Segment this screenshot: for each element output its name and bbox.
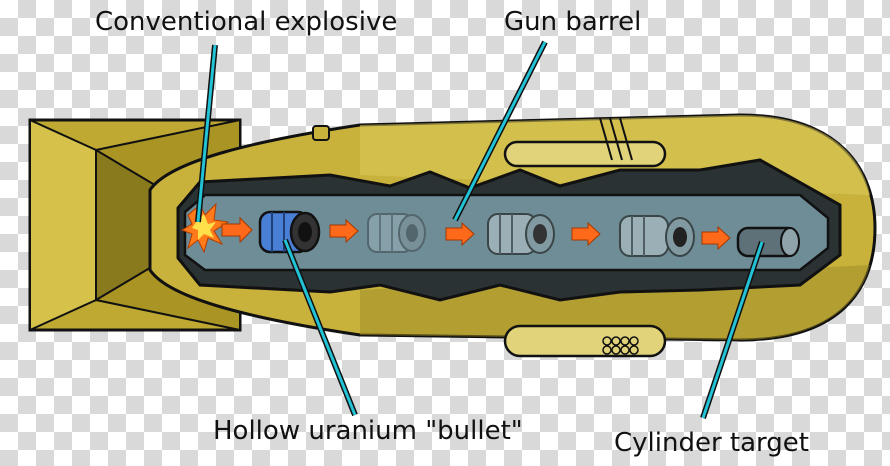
motion-arrows — [221, 216, 731, 251]
uranium-bullet-label: Hollow uranium "bullet" — [213, 416, 523, 446]
leader-lines — [195, 40, 765, 419]
gun-barrel-label: Gun barrel — [504, 7, 642, 37]
uranium-bullet — [258, 210, 321, 254]
cylinder-target-label: Cylinder target — [614, 428, 809, 458]
ghost-bullet-2 — [487, 213, 555, 255]
arrow-4 — [571, 221, 601, 247]
arrow-5 — [701, 225, 731, 251]
explosive-burst — [180, 202, 230, 254]
ghost-bullet-3 — [619, 215, 695, 257]
cylinder-target — [736, 226, 800, 258]
arrow-2 — [329, 218, 359, 244]
conventional-explosive-label: Conventional explosive — [95, 7, 398, 37]
arrow-1 — [221, 216, 253, 244]
ghost-bullet-1 — [367, 213, 426, 253]
arrow-3 — [445, 221, 475, 247]
